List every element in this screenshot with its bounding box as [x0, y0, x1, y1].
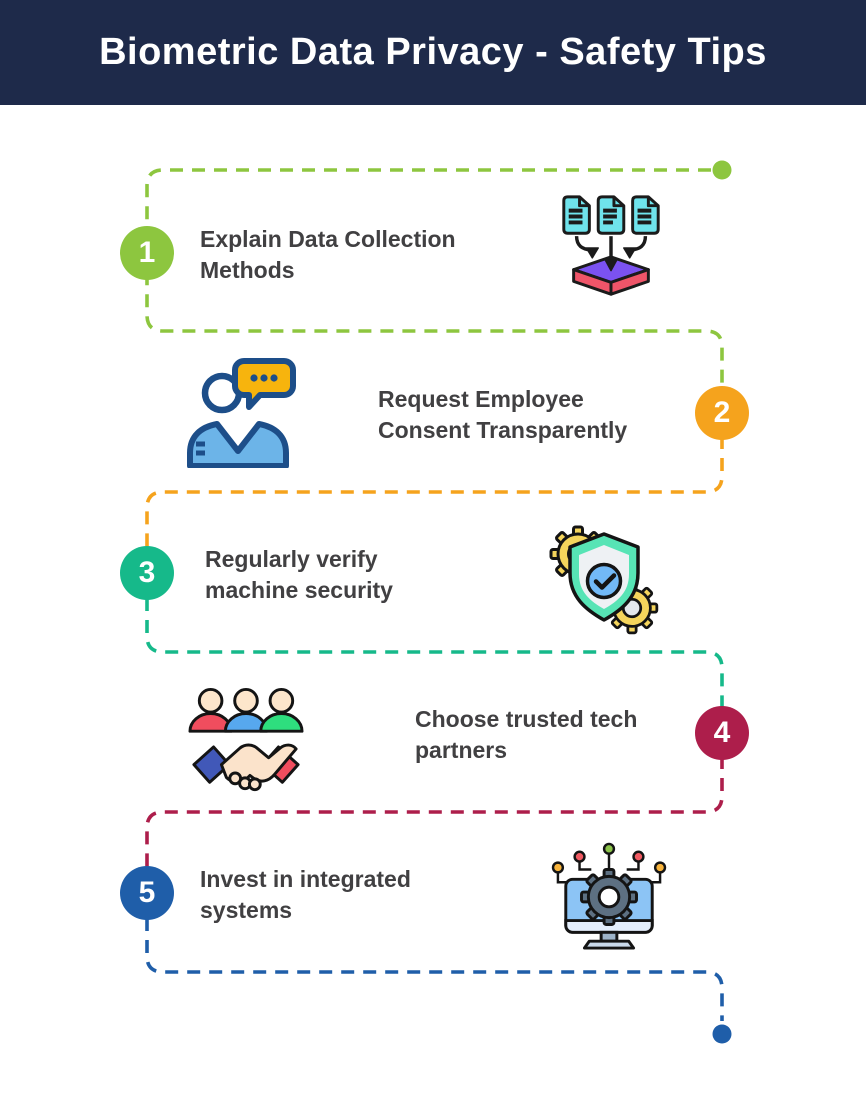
step-3-number: 3 — [138, 556, 156, 589]
integrated-systems-icon — [551, 842, 667, 950]
step-5-badge: 5 — [120, 866, 174, 920]
step-3-label: Regularly verify machine security — [205, 546, 393, 603]
data-collection-icon — [562, 195, 660, 296]
employee-consent-icon — [187, 358, 296, 468]
step-1-label: Explain Data Collection Methods — [200, 226, 456, 283]
step-5-label: Invest in integrated systems — [200, 866, 411, 923]
timeline-end-dot — [712, 1024, 732, 1044]
step-4-label: Choose trusted tech partners — [415, 706, 638, 763]
step-2-badge: 2 — [695, 386, 749, 440]
step-1-badge: 1 — [120, 226, 174, 280]
page-title: Biometric Data Privacy - Safety Tips — [99, 31, 767, 73]
step-3-badge: 3 — [120, 546, 174, 600]
step-4-number: 4 — [713, 716, 731, 749]
machine-security-icon — [549, 525, 659, 635]
step-1-number: 1 — [138, 236, 156, 269]
header-banner: Biometric Data Privacy - Safety Tips — [0, 0, 866, 105]
step-2-label: Request Employee Consent Transparently — [378, 386, 628, 443]
step-4-badge: 4 — [695, 706, 749, 760]
tech-partners-icon — [188, 687, 304, 792]
step-5-number: 5 — [138, 876, 156, 909]
timeline-start-dot — [712, 160, 732, 180]
step-2-number: 2 — [713, 396, 731, 429]
